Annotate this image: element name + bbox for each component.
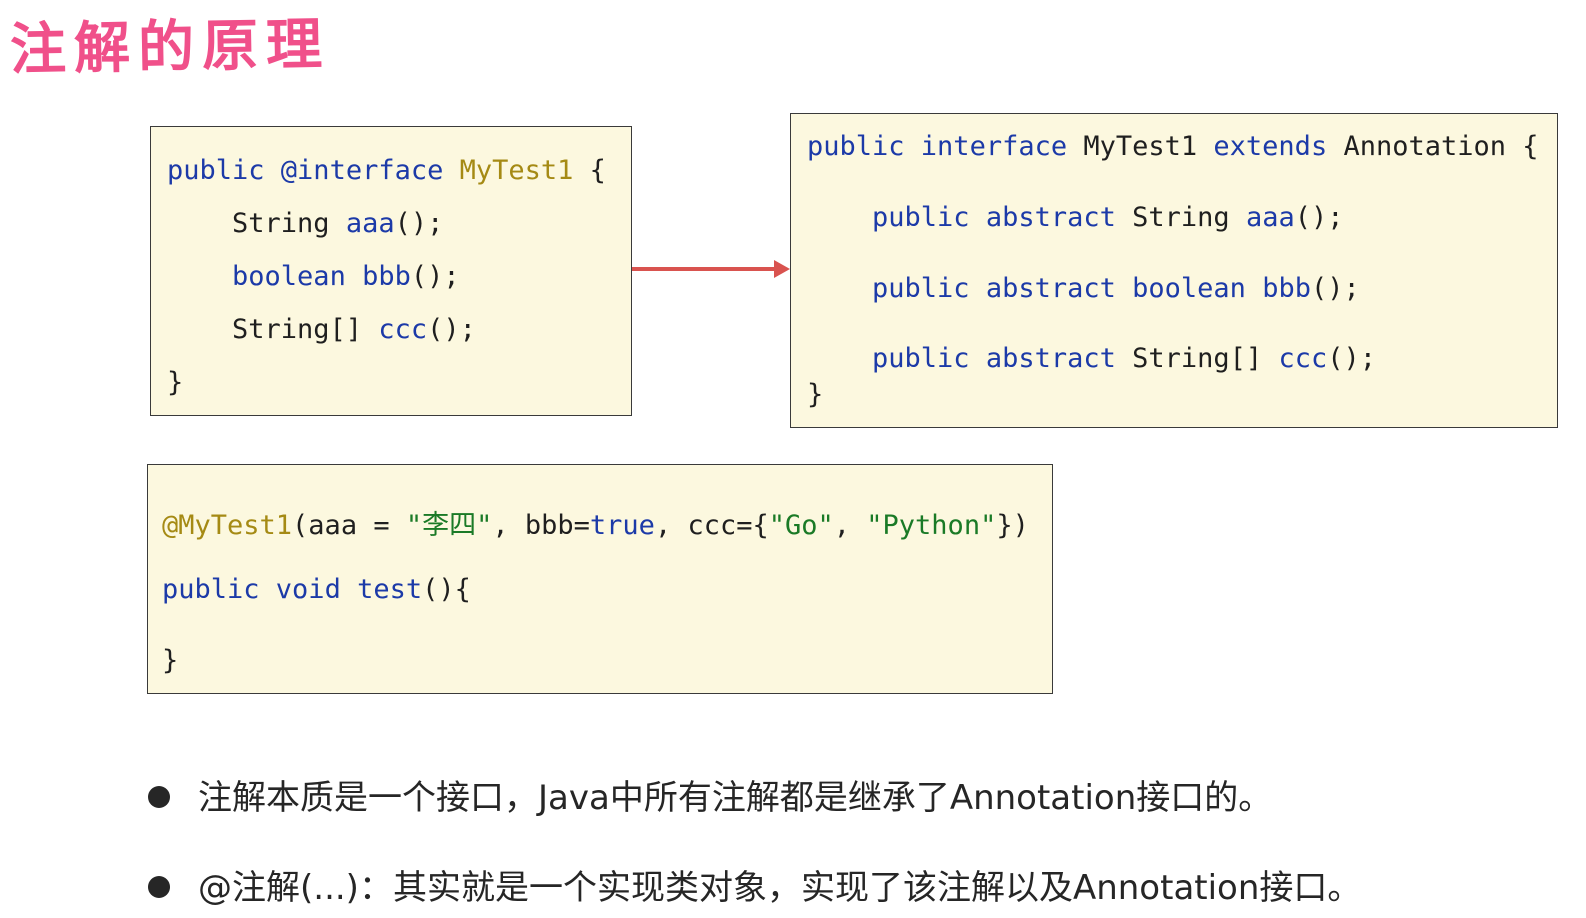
code-token: } [807,379,824,410]
code-token: , ccc={ [654,510,769,541]
code-token: aaa [345,208,395,239]
right-arrow-icon [632,260,790,278]
code-token: , [833,510,867,541]
code-token: interface [920,131,1084,162]
annotation-definition-code-box: public @interface MyTest1 { String aaa()… [150,126,632,416]
code-line: @MyTest1(aaa = "李四", bbb=true, ccc={"Go"… [162,503,1029,542]
code-token: String[] [167,314,379,345]
code-line: String[] ccc(); [167,314,476,345]
code-token: bbb [362,261,411,292]
code-token: Annotation { [1343,131,1539,162]
bullet-text: @注解(...)：其实就是一个实现类对象，实现了该注解以及Annotation接… [198,868,1362,908]
code-token: (); [427,314,476,345]
code-line: public abstract boolean bbb(); [807,273,1360,304]
code-line: public abstract String[] ccc(); [807,343,1376,374]
code-token [807,343,872,374]
code-token: abstract [985,343,1133,374]
code-token: (aaa = [292,510,406,541]
code-line: public void test(){ [162,574,471,605]
code-token: String[] [1132,343,1279,374]
code-token: String [167,208,346,239]
code-token: public [872,202,986,233]
code-token [807,273,872,304]
code-line: public abstract String aaa(); [807,202,1344,233]
bullet-item: 注解本质是一个接口，Java中所有注解都是继承了Annotation接口的。 [148,770,1272,819]
code-token: { [573,155,606,186]
code-token: MyTest1 [1083,131,1214,162]
code-token: }) [996,510,1029,541]
annotation-usage-code-box: @MyTest1(aaa = "李四", bbb=true, ccc={"Go"… [147,464,1053,694]
code-token: abstract [985,202,1133,233]
code-line: } [167,367,183,398]
code-line: String aaa(); [167,208,443,239]
code-token: @interface [280,155,460,186]
code-token: public [872,273,986,304]
page-title: 注解的原理 [9,12,331,83]
code-token: } [167,367,184,398]
code-token: (); [394,208,444,239]
code-token: boolean [1132,273,1263,304]
code-token: (){ [422,574,471,605]
code-token: aaa [1245,202,1295,233]
code-token: boolean [232,261,363,292]
code-token: "李四" [405,510,493,541]
code-token: } [162,645,179,676]
code-token: (); [410,261,460,292]
code-line: public @interface MyTest1 { [167,155,606,186]
code-token: ccc [378,314,428,345]
code-token: (); [1310,273,1360,304]
code-token [807,202,872,233]
bullet-text: 注解本质是一个接口，Java中所有注解都是继承了Annotation接口的。 [198,778,1273,818]
code-token: test [357,574,423,605]
code-token: @MyTest1 [162,510,293,541]
bullet-dot-icon [148,875,170,898]
code-line: public interface MyTest1 extends Annotat… [807,131,1539,162]
code-token: extends [1213,131,1344,162]
code-token: true [589,510,655,541]
code-token: void [275,574,358,605]
code-token: ccc [1278,343,1328,374]
code-token: public [807,131,921,162]
code-token: MyTest1 [459,155,574,186]
code-token: abstract [985,273,1133,304]
code-token: "Go" [768,510,834,541]
code-token: , bbb= [492,510,590,541]
code-token: (); [1327,343,1377,374]
code-token: String [1132,202,1246,233]
code-token: (); [1294,202,1344,233]
code-line: } [807,379,823,410]
code-line: } [162,645,178,676]
code-token: "Python" [866,510,997,541]
code-token: bbb [1262,273,1311,304]
code-line: boolean bbb(); [167,261,460,292]
code-token [167,261,232,292]
bullet-dot-icon [148,785,170,808]
code-token: public [872,343,986,374]
code-token: public [162,574,276,605]
bullet-item: @注解(...)：其实就是一个实现类对象，实现了该注解以及Annotation接… [148,860,1361,909]
compiled-interface-code-box: public interface MyTest1 extends Annotat… [790,113,1558,428]
code-token: public [167,155,281,186]
